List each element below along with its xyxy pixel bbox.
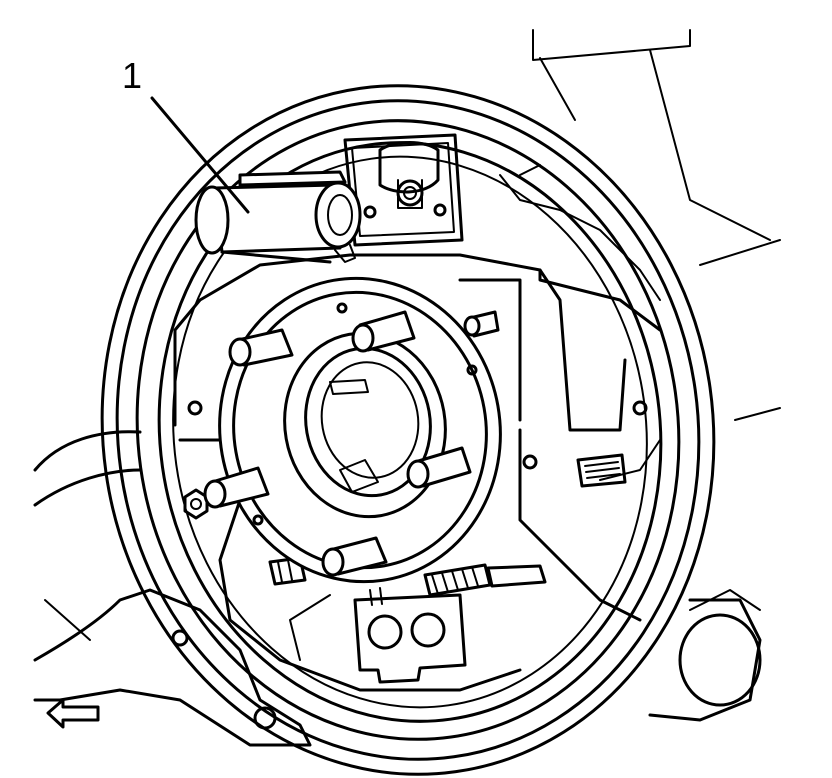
arrow-left-icon [46,698,100,729]
vehicle-frame-lines [532,29,781,421]
wheel-stud [321,536,388,577]
callout-leader-line [150,96,250,214]
wheel-stud [406,446,472,489]
shoe-retainer-clip [576,453,627,488]
wheel-studs [203,310,500,577]
special-tool [194,170,362,264]
wheel-stud [228,328,294,367]
parking-brake-lever [353,587,467,684]
callout-number: 1 [122,55,143,96]
axle-housing [648,589,762,722]
wheel-cylinder-mount [343,133,464,247]
wheel-stud [203,466,270,509]
suspension-arm [33,430,312,747]
wheel-stud [463,310,500,338]
wheel-stud [351,310,416,353]
backing-plate [100,84,716,776]
